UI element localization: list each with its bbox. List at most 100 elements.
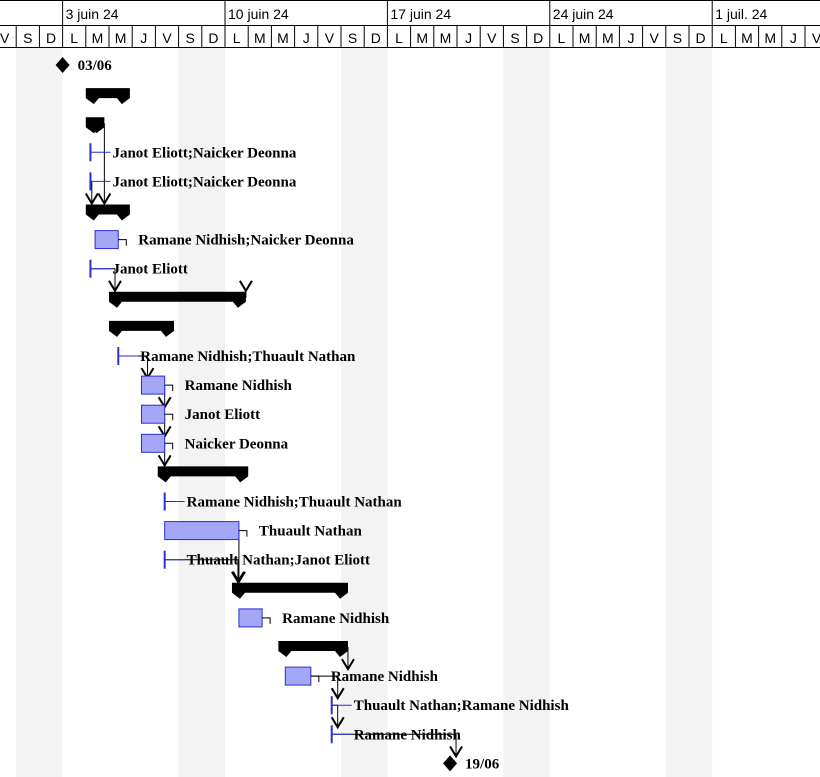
dependency-arrow [239, 280, 253, 293]
day-label: D [208, 30, 218, 46]
milestone-diamond[interactable] [55, 57, 70, 73]
weekend-column [178, 48, 225, 777]
day-label: V [487, 30, 497, 46]
day-label: M [115, 30, 127, 46]
day-label: S [673, 30, 682, 46]
dependency-arrow [341, 658, 355, 672]
weekend-shading [16, 48, 713, 777]
day-label: L [720, 30, 728, 46]
summary-bar[interactable] [109, 291, 246, 308]
day-label: V [0, 30, 10, 46]
summary-bar[interactable] [157, 466, 249, 483]
day-label: S [510, 30, 519, 46]
day-label: V [650, 30, 660, 46]
day-label: D [46, 30, 56, 46]
task-label: Thuault Nathan [259, 524, 363, 540]
task-label: Janot Eliott [112, 262, 187, 278]
task-label: 03/06 [78, 58, 113, 74]
day-label: D [371, 30, 381, 46]
week-label: 10 juin 24 [228, 6, 289, 22]
task-label: Naicker Deonna [185, 436, 289, 452]
label-leader [164, 442, 174, 450]
task-label: 19/06 [465, 756, 500, 772]
week-label: 17 juin 24 [390, 6, 451, 22]
day-label: M [602, 30, 614, 46]
task-label: Ramane Nidhish;Thuault Nathan [140, 349, 356, 365]
task-bar[interactable] [284, 666, 312, 686]
task-label: Janot Eliott;Naicker Deonna [112, 174, 296, 190]
day-label: J [303, 30, 310, 46]
task-bar[interactable] [140, 375, 166, 395]
day-label: M [764, 30, 776, 46]
week-label: 1 juil. 24 [715, 6, 767, 22]
summary-bar[interactable] [109, 320, 174, 337]
dependency-arrow [108, 280, 122, 293]
summary-bar[interactable] [278, 641, 348, 657]
task-bar[interactable] [238, 608, 263, 628]
day-label: J [465, 30, 472, 46]
timeline-header: 3 juin 24 10 juin 24 17 juin 24 24 juin 24 1… [0, 0, 820, 48]
task-label: Ramane Nidhish [185, 378, 293, 394]
task-label: Ramane Nidhish [282, 611, 390, 627]
week-label: 24 juin 24 [553, 6, 614, 22]
day-label: S [186, 30, 195, 46]
label-leader [238, 530, 248, 537]
day-label: L [70, 30, 78, 46]
dependency-link [164, 559, 239, 580]
day-label: V [162, 30, 172, 46]
summary-bar[interactable] [85, 117, 105, 134]
weekend-column [341, 48, 388, 777]
day-label: D [533, 30, 543, 46]
label-leader [164, 413, 174, 421]
task-bar[interactable] [164, 521, 240, 541]
summary-bar[interactable] [231, 582, 348, 599]
day-label: M [277, 30, 289, 46]
summary-bar[interactable] [85, 88, 130, 105]
task-bar[interactable] [94, 230, 119, 250]
task-bars [55, 57, 458, 772]
dependency-link [331, 733, 457, 755]
day-label: L [395, 30, 403, 46]
day-label: M [254, 30, 266, 46]
day-label: V [325, 30, 335, 46]
task-label: Ramane Nidhish;Naicker Deonna [138, 233, 354, 249]
task-label: Ramane Nidhish [331, 669, 439, 685]
dependency-arrow [97, 192, 112, 206]
dependency-arrow [330, 687, 345, 701]
dependency-arrow [84, 192, 99, 206]
label-leader [262, 617, 271, 624]
day-label: M [579, 30, 591, 46]
weekend-column [665, 48, 713, 777]
week-label: 3 juin 24 [66, 6, 119, 22]
task-label: Thuault Nathan;Ramane Nidhish [354, 698, 570, 714]
task-label: Janot Eliott [185, 407, 260, 423]
weekend-column [16, 48, 63, 777]
milestone-diamond[interactable] [443, 755, 458, 772]
task-label: Ramane Nidhish;Thuault Nathan [187, 495, 403, 511]
task-label: Thuault Nathan;Janot Eliott [187, 553, 370, 569]
label-leader [310, 675, 320, 683]
dependency-arrow [330, 716, 345, 730]
day-label: S [23, 30, 32, 46]
dependency-link [310, 675, 339, 697]
dependency-arrow [157, 454, 172, 468]
weekend-column [503, 48, 550, 777]
day-label: M [440, 30, 452, 46]
day-label: L [558, 30, 566, 46]
day-label: M [416, 30, 428, 46]
day-label: M [92, 30, 104, 46]
dependency-arrow [231, 571, 245, 584]
day-label: V [812, 30, 820, 46]
task-label: Janot Eliott;Naicker Deonna [112, 145, 296, 161]
day-label: S [348, 30, 357, 46]
task-bar[interactable] [140, 433, 166, 453]
day-label: L [233, 30, 241, 46]
dependency-arrow [449, 745, 463, 759]
task-bar[interactable] [140, 404, 166, 424]
day-label: J [628, 30, 635, 46]
summary-bar[interactable] [85, 204, 130, 221]
day-label: M [741, 30, 753, 46]
task-label: Ramane Nidhish [354, 727, 462, 743]
